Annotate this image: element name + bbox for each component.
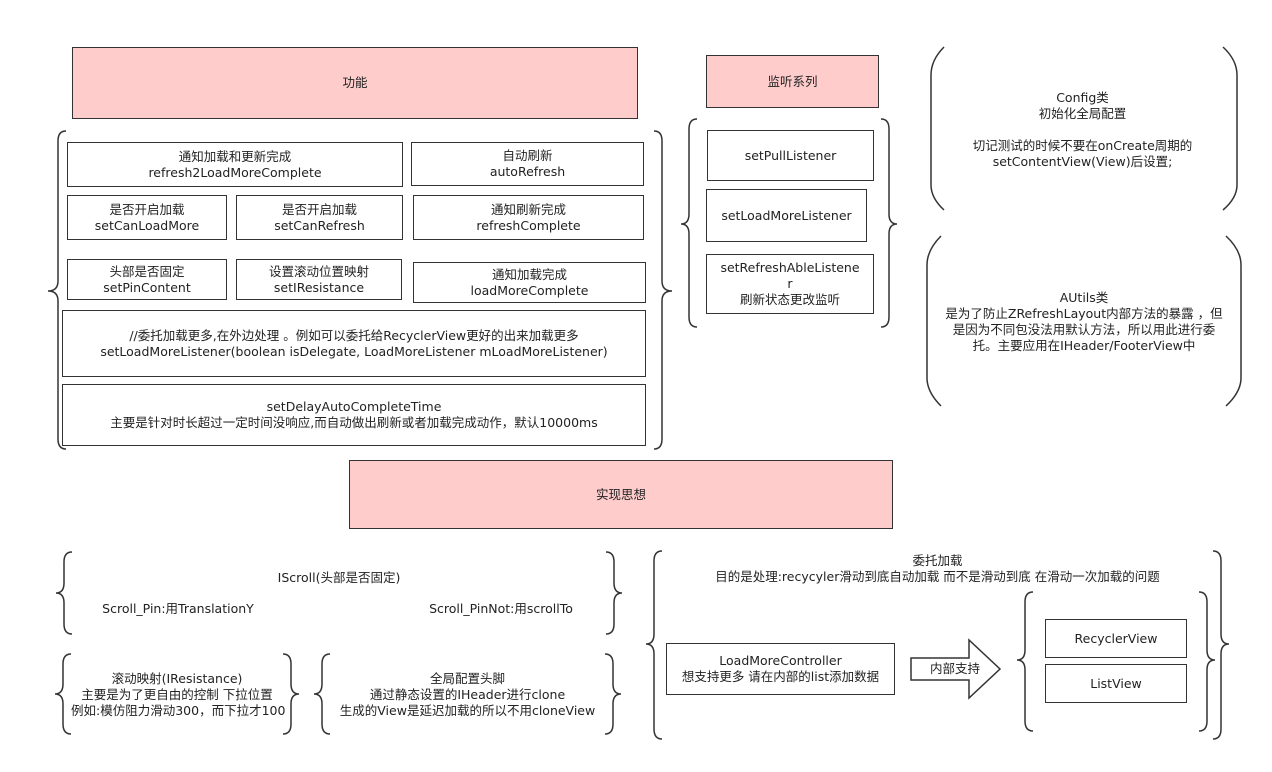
refresh-complete-box: 通知刷新完成 refreshComplete <box>413 195 644 240</box>
refreshable-listener-line2: r <box>787 276 793 291</box>
iscroll-title: IScroll(头部是否固定) <box>277 570 401 585</box>
auto-refresh-title: 自动刷新 <box>502 148 553 163</box>
delegate-method-box: //委托加载更多,在外边处理 。例如可以委托给RecyclerView更好的出来… <box>62 310 646 377</box>
config-note: Config类 初始化全局配置 切记测试的时候不要在onCreate周期的 se… <box>940 90 1225 170</box>
delay-box: setDelayAutoCompleteTime 主要是针对时长超过一定时间没响… <box>62 384 646 446</box>
load-more-controller-title: LoadMoreController <box>719 653 842 668</box>
refreshable-listener-line1: setRefreshAbleListene <box>720 260 860 275</box>
delay-method: setDelayAutoCompleteTime <box>266 399 442 414</box>
scroll-pinnot-label: Scroll_PinNot:用scrollTo <box>429 601 573 616</box>
func-header: 功能 <box>72 47 638 119</box>
can-refresh-method: setCanRefresh <box>274 217 365 233</box>
autils-note: AUtils类 是为了防止ZRefreshLayout内部方法的暴露 ，但 是因… <box>937 290 1231 354</box>
recyclerview-label: RecyclerView <box>1074 630 1158 646</box>
global-config-line1: 通过静态设置的IHeader进行clone <box>369 687 566 702</box>
refreshable-listener-box: setRefreshAbleListene r 刷新状态更改监听 <box>706 254 874 314</box>
listen-right-brace <box>880 118 898 328</box>
can-load-box: 是否开启加载 setCanLoadMore <box>67 195 227 240</box>
resistance-box: 设置滚动位置映射 setIResistance <box>236 259 402 300</box>
resistance-title: 设置滚动位置映射 <box>268 263 369 279</box>
global-right-brace <box>604 653 622 735</box>
views-left-brace <box>1016 591 1034 732</box>
delegate-method-comment: //委托加载更多,在外边处理 。例如可以委托给RecyclerView更好的出来… <box>129 327 579 343</box>
load-complete-box: 通知加载完成 loadMoreComplete <box>413 262 646 303</box>
load-complete-method: loadMoreComplete <box>470 282 589 298</box>
delegate-load-title: 委托加载 <box>912 553 963 568</box>
recyclerview-box: RecyclerView <box>1045 619 1187 658</box>
func-header-label: 功能 <box>342 75 368 90</box>
notify-both-box: 通知加载和更新完成 refresh2LoadMoreComplete <box>67 142 403 187</box>
load-more-listener-box: setLoadMoreListener <box>706 189 867 242</box>
notify-both-method: refresh2LoadMoreComplete <box>148 164 322 180</box>
resistance-note-title: 滚动映射(IResistance) <box>111 671 243 686</box>
impl-header: 实现思想 <box>349 460 893 529</box>
listview-box: ListView <box>1045 664 1187 703</box>
load-more-controller-desc: 想支持更多 请在内部的list添加数据 <box>681 669 880 684</box>
can-load-method: setCanLoadMore <box>94 217 200 233</box>
listview-label: ListView <box>1090 675 1142 691</box>
autils-title: AUtils类 <box>1059 290 1109 305</box>
views-right-brace <box>1198 591 1216 732</box>
delegate-right-brace <box>1212 550 1230 740</box>
resistance-right-brace <box>282 653 300 735</box>
listen-header: 监听系列 <box>706 55 879 108</box>
config-subtitle: 初始化全局配置 <box>1038 106 1127 121</box>
pull-listener-box: setPullListener <box>707 130 874 181</box>
config-warning-2: setContentView(View)后设置; <box>992 154 1173 169</box>
resistance-left-brace <box>54 653 72 735</box>
iscroll-right-brace <box>605 551 623 635</box>
config-warning-1: 切记测试的时候不要在onCreate周期的 <box>972 138 1193 153</box>
can-refresh-box: 是否开启加载 setCanRefresh <box>236 195 403 240</box>
global-left-brace <box>313 653 331 735</box>
pull-listener-label: setPullListener <box>744 147 837 163</box>
autils-line2: 是因为不同包没法用默认方法，所以用此进行委 <box>952 322 1216 337</box>
delegate-left-brace <box>645 550 663 740</box>
pin-content-box: 头部是否固定 setPinContent <box>67 259 227 300</box>
config-spacer <box>940 122 1225 138</box>
support-arrow-label: 内部支持 <box>929 661 980 676</box>
resistance-method: setIResistance <box>273 279 365 295</box>
delay-description: 主要是针对时长超过一定时间没响应,而自动做出刷新或者加载完成动作，默认10000… <box>110 415 598 430</box>
resistance-note-line2: 例如:模仿阻力滑动300，而下拉才100 <box>71 703 286 718</box>
pin-content-method: setPinContent <box>103 279 191 295</box>
load-complete-title: 通知加载完成 <box>491 266 567 282</box>
resistance-note-line1: 主要是为了更自由的控制 下拉位置 <box>81 687 273 702</box>
notify-both-title: 通知加载和更新完成 <box>178 148 292 164</box>
resistance-note: 滚动映射(IResistance) 主要是为了更自由的控制 下拉位置 例如:模仿… <box>71 671 286 719</box>
load-more-controller-box: LoadMoreController 想支持更多 请在内部的list添加数据 <box>666 643 895 695</box>
delegate-load-note: 委托加载 目的是处理:recycyler滑动到底自动加载 而不是滑动到底 在滑动… <box>662 553 1213 585</box>
global-config-note: 全局配置头脚 通过静态设置的IHeader进行clone 生成的View是延迟加… <box>330 671 605 719</box>
autils-line3: 托。主要应用在IHeader/FooterView中 <box>972 338 1196 353</box>
can-refresh-title: 是否开启加载 <box>281 201 357 217</box>
global-config-line2: 生成的View是延迟加载的所以不用cloneView <box>339 703 596 718</box>
config-right-brace <box>1222 46 1238 211</box>
refreshable-listener-desc: 刷新状态更改监听 <box>739 292 840 307</box>
autils-line1: 是为了防止ZRefreshLayout内部方法的暴露 ，但 <box>945 306 1223 321</box>
delegate-load-description: 目的是处理:recycyler滑动到底自动加载 而不是滑动到底 在滑动一次加载的… <box>715 569 1160 584</box>
impl-header-label: 实现思想 <box>595 486 646 502</box>
load-more-listener-label: setLoadMoreListener <box>721 207 852 223</box>
config-title: Config类 <box>1056 90 1109 105</box>
scroll-pin-label: Scroll_Pin:用TranslationY <box>102 601 254 616</box>
auto-refresh-box: 自动刷新 autoRefresh <box>411 142 644 186</box>
func-right-brace <box>653 130 673 450</box>
iscroll-left-brace <box>55 551 73 635</box>
auto-refresh-method: autoRefresh <box>489 164 566 179</box>
listen-header-label: 监听系列 <box>767 73 818 89</box>
refresh-complete-method: refreshComplete <box>476 217 581 233</box>
global-config-title: 全局配置头脚 <box>429 671 505 686</box>
pin-content-title: 头部是否固定 <box>109 263 185 279</box>
delegate-method-signature: setLoadMoreListener(boolean isDelegate, … <box>100 343 608 359</box>
refresh-complete-title: 通知刷新完成 <box>490 201 566 217</box>
listen-left-brace <box>680 118 698 328</box>
can-load-title: 是否开启加载 <box>109 201 185 217</box>
